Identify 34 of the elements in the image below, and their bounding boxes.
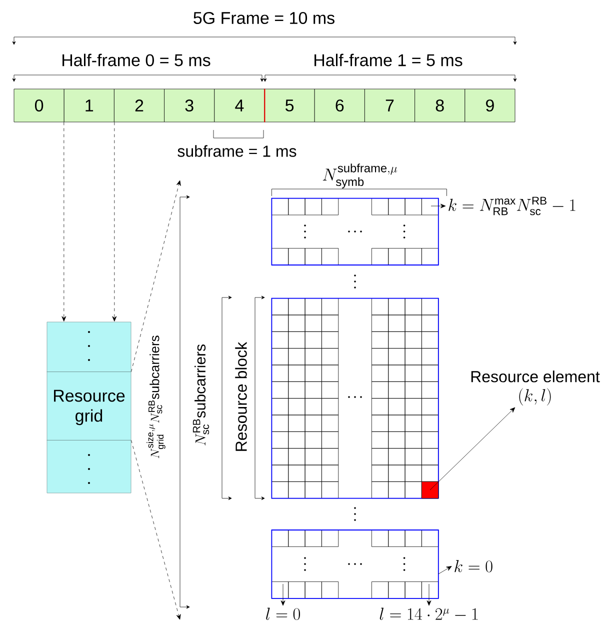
dimension-label: $N^{\mathrm{size},\mu}_{\mathrm{grid}}N^{\mathrm{RB}}_{\mathrm{sc}}\text{subcarriers}$ xyxy=(146,336,166,458)
resource-element-cell xyxy=(421,481,439,499)
subframe-box: 7 xyxy=(364,88,415,122)
dimension-label: subframe = 1 ms xyxy=(178,145,296,157)
subframe-box: 5 xyxy=(264,88,315,122)
subframe-box: 0 xyxy=(14,88,64,122)
arrow xyxy=(131,180,181,372)
dimension-label: 5G Frame = 10 ms xyxy=(194,12,334,24)
subframe-box: 8 xyxy=(414,88,466,122)
arrow xyxy=(62,122,66,322)
subframe-box: 9 xyxy=(464,88,516,122)
index-label: $l=0$ xyxy=(266,608,300,620)
arrow xyxy=(131,440,181,620)
callout-text: Resource element $(k,l)$ xyxy=(471,370,600,406)
dimension-label: $N^{\mathrm{subframe},\mu}_{\mathrm{symb}}$ xyxy=(322,164,398,188)
subframe-box: 3 xyxy=(164,88,215,122)
subframe-box: 4 xyxy=(214,88,265,122)
arrow xyxy=(112,122,117,322)
subframe-box: 6 xyxy=(314,88,365,122)
bracket-label: Resource block xyxy=(235,342,247,451)
dimension-label: $N^{\mathrm{RB}}_{\mathrm{sc}}\text{subcarriers}$ xyxy=(192,344,210,446)
leader-line xyxy=(426,584,432,606)
dimension-label: Half-frame 0 = 5 ms xyxy=(62,54,210,66)
index-label: $k=N^{\max}_{\mathrm{RB}}N^{\mathrm{RB}}_{\mathrm{sc}}-1$ xyxy=(448,196,576,216)
leader-line xyxy=(430,204,446,208)
resource-grid-box: Resource grid xyxy=(46,322,132,494)
leader-line xyxy=(430,407,516,490)
index-label: $l=14\cdot 2^{\mu}-1$ xyxy=(380,608,478,620)
dimension-label: Half-frame 1 = 5 ms xyxy=(314,54,462,66)
leader-line xyxy=(280,584,286,606)
subframe-box: 1 xyxy=(64,88,114,122)
subframe-box: 2 xyxy=(114,88,164,122)
index-label: $k=0$ xyxy=(454,560,492,572)
leader-line xyxy=(438,566,452,574)
